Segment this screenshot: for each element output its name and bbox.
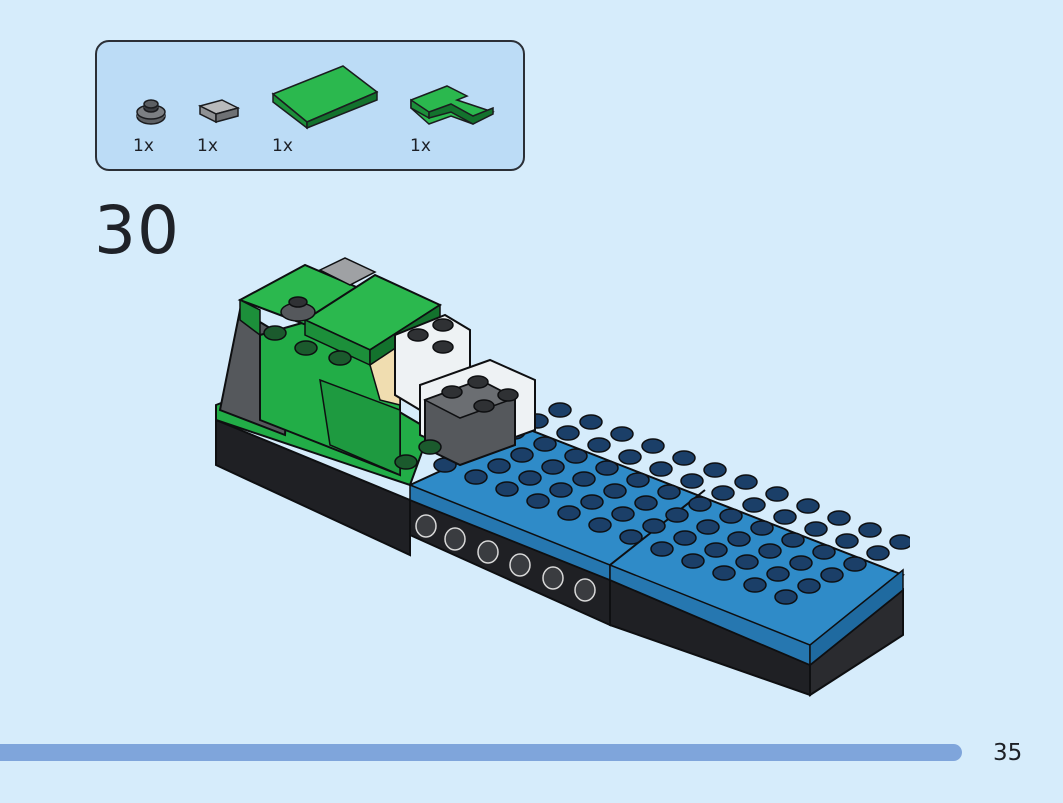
blue-stud <box>557 505 581 521</box>
blue-stud <box>533 436 557 452</box>
blue-stud <box>572 471 596 487</box>
blue-stud <box>603 483 627 499</box>
blue-stud <box>712 565 736 581</box>
blue-stud <box>696 519 720 535</box>
blue-stud <box>556 425 580 441</box>
blue-stud <box>820 567 844 583</box>
blue-stud <box>827 510 851 526</box>
blue-stud <box>796 498 820 514</box>
step-number: 30 <box>94 192 180 269</box>
blue-stud <box>812 544 836 560</box>
blue-stud <box>595 460 619 476</box>
page-number: 35 <box>993 740 1023 766</box>
blue-stud <box>766 566 790 582</box>
blue-stud <box>588 517 612 533</box>
blue-stud <box>704 542 728 558</box>
blue-stud <box>789 555 813 571</box>
blue-stud <box>587 437 611 453</box>
technic-holes <box>415 514 596 602</box>
part-qty: 1x <box>197 136 218 156</box>
blue-stud <box>657 484 681 500</box>
blue-stud <box>765 486 789 502</box>
blue-stud <box>889 534 910 550</box>
blue-stud <box>734 474 758 490</box>
part-qty: 1x <box>410 136 431 156</box>
blue-stud <box>650 541 674 557</box>
blue-stud <box>487 458 511 474</box>
blue-stud <box>510 447 534 463</box>
round-plate-icon <box>136 99 166 125</box>
blue-stud <box>672 450 696 466</box>
blue-stud <box>703 462 727 478</box>
blue-stud <box>680 473 704 489</box>
model-illustration <box>215 257 910 697</box>
blue-stud <box>626 472 650 488</box>
blue-stud <box>750 520 774 536</box>
blue-stud <box>743 577 767 593</box>
blue-stud <box>634 495 658 511</box>
blue-stud <box>610 426 634 442</box>
blue-stud <box>649 461 673 477</box>
blue-stud <box>641 438 665 454</box>
blue-stud <box>858 522 882 538</box>
progress-bar <box>0 744 962 761</box>
green-corner-tile-icon <box>410 85 495 125</box>
blue-stud <box>464 469 488 485</box>
blue-stud <box>618 449 642 465</box>
blue-stud <box>866 545 890 561</box>
parts-list-box: 1x 1x 1x 1x <box>95 40 525 171</box>
blue-stud <box>619 529 643 545</box>
blue-stud <box>804 521 828 537</box>
blue-stud <box>681 553 705 569</box>
blue-stud <box>774 589 798 605</box>
blue-stud <box>742 497 766 513</box>
blue-stud <box>579 414 603 430</box>
blue-stud <box>541 459 565 475</box>
blue-stud <box>711 485 735 501</box>
blue-stud <box>580 494 604 510</box>
blue-stud <box>518 470 542 486</box>
blue-stud <box>719 508 743 524</box>
blue-stud <box>758 543 782 559</box>
blue-stud <box>688 496 712 512</box>
blue-stud <box>835 533 859 549</box>
part-qty: 1x <box>272 136 293 156</box>
blue-stud <box>735 554 759 570</box>
blue-stud <box>773 509 797 525</box>
green-tile-icon <box>271 65 379 130</box>
blue-stud <box>673 530 697 546</box>
blue-stud <box>526 493 550 509</box>
blue-stud <box>843 556 867 572</box>
blue-stud <box>727 531 751 547</box>
blue-stud <box>495 481 519 497</box>
blue-stud <box>564 448 588 464</box>
gray-tile-icon <box>197 99 241 124</box>
blue-stud <box>611 506 635 522</box>
part-qty: 1x <box>133 136 154 156</box>
blue-stud <box>642 518 666 534</box>
blue-stud <box>797 578 821 594</box>
brick-studs <box>407 318 519 413</box>
blue-stud <box>781 532 805 548</box>
blue-stud <box>549 482 573 498</box>
blue-studs <box>433 402 910 605</box>
green-studs <box>263 325 442 470</box>
blue-stud <box>665 507 689 523</box>
blue-stud <box>548 402 572 418</box>
